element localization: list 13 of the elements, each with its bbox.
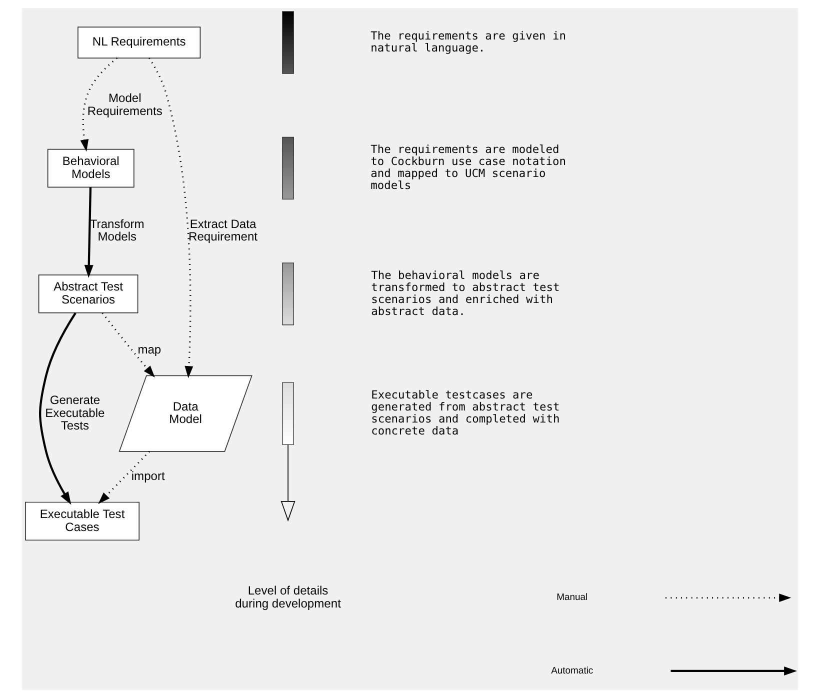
- edge-label: map: [138, 342, 162, 356]
- legend-label: Automatic: [551, 665, 594, 676]
- edge-label: Model Requirements: [87, 91, 162, 118]
- label: The requirements are given in natural language.: [370, 29, 566, 54]
- edge-label: import: [131, 469, 165, 484]
- label: Executable testcases are generated from abstract test scenarios and completed with concrete data: [371, 388, 560, 438]
- edge-label: Extract Data Requirement: [188, 216, 258, 244]
- edge-label: Transform Models: [90, 216, 144, 244]
- legend-label: Manual: [556, 592, 588, 604]
- label: The behavioral models are transformed to abstract test scenarios and enriched with abstract data.: [371, 268, 560, 318]
- edge-label: Generate Executable Tests: [45, 392, 105, 433]
- label: The requirements are modeled to Cockburn use case notation and mapped to UCM scenario models: [370, 143, 566, 192]
- label: Level of details during development: [235, 584, 341, 610]
